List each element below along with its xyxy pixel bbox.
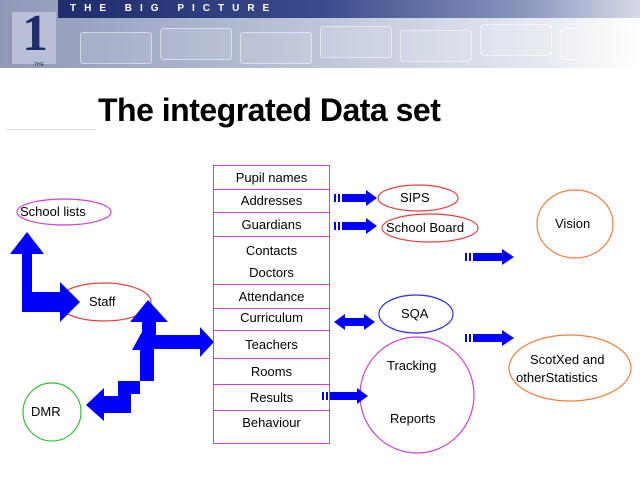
reports-label: Reports (390, 411, 436, 426)
to-scotxed-arrow (473, 330, 514, 346)
staff-label: Staff (89, 294, 116, 309)
scotxed-label-line1: ScotXed and (530, 352, 605, 367)
vision-ellipse (536, 189, 614, 259)
table-row: Behaviour (242, 415, 301, 430)
table-row: Teachers (245, 337, 298, 352)
table-row: Pupil names (235, 170, 308, 185)
table-row: Contacts (245, 243, 298, 258)
sips-ellipse (377, 184, 459, 212)
scotxed-label-line2: otherStatistics (516, 370, 598, 385)
banner-keyboard-image (60, 18, 640, 68)
vision-label: Vision (555, 216, 591, 231)
page-title: The integrated Data set (98, 92, 441, 128)
school-board-label: School Board (386, 220, 465, 235)
results-to-reports-arrow (330, 388, 368, 404)
school-lists-ellipse (16, 198, 112, 226)
table-row: Attendance (238, 289, 305, 304)
school-lists-label: School lists (20, 204, 86, 219)
to-vision-arrow (473, 249, 514, 265)
table-row: Curriculum (240, 310, 303, 325)
header-banner: THE BIG PICTURE 1 THE (0, 0, 640, 68)
curriculum-sqa-double-arrow (334, 314, 375, 330)
banner-title-strip (58, 0, 640, 18)
addresses-to-sips-arrow (342, 190, 377, 206)
sips-label: SIPS (400, 190, 430, 205)
school-board-ellipse (381, 213, 479, 243)
teachers-to-dmr-arrow (86, 330, 154, 421)
dmr-circle (22, 382, 82, 442)
data-table: Pupil names Addresses Guardians Contacts… (213, 165, 330, 444)
guardians-to-school-board-arrow (342, 218, 377, 234)
tracking-label: Tracking (387, 358, 437, 373)
tracking-reports-ellipse (359, 336, 475, 454)
dmr-label: DMR (31, 404, 61, 419)
table-row: Doctors (249, 265, 294, 280)
table-row: Results (249, 390, 294, 405)
table-row: Rooms (250, 364, 293, 379)
logo-glyph: 1 (22, 5, 48, 62)
divider (6, 129, 96, 130)
sqa-label: SQA (401, 306, 429, 321)
table-row: Addresses (240, 193, 303, 208)
table-row: Guardians (241, 217, 302, 232)
scotxed-ellipse (508, 334, 632, 402)
logo-small-text: THE (34, 62, 44, 68)
banner-text: THE BIG PICTURE (70, 3, 278, 14)
logo: 1 THE (12, 6, 58, 68)
sqa-ellipse (378, 294, 454, 334)
staff-to-school-lists-arrow (10, 232, 80, 322)
